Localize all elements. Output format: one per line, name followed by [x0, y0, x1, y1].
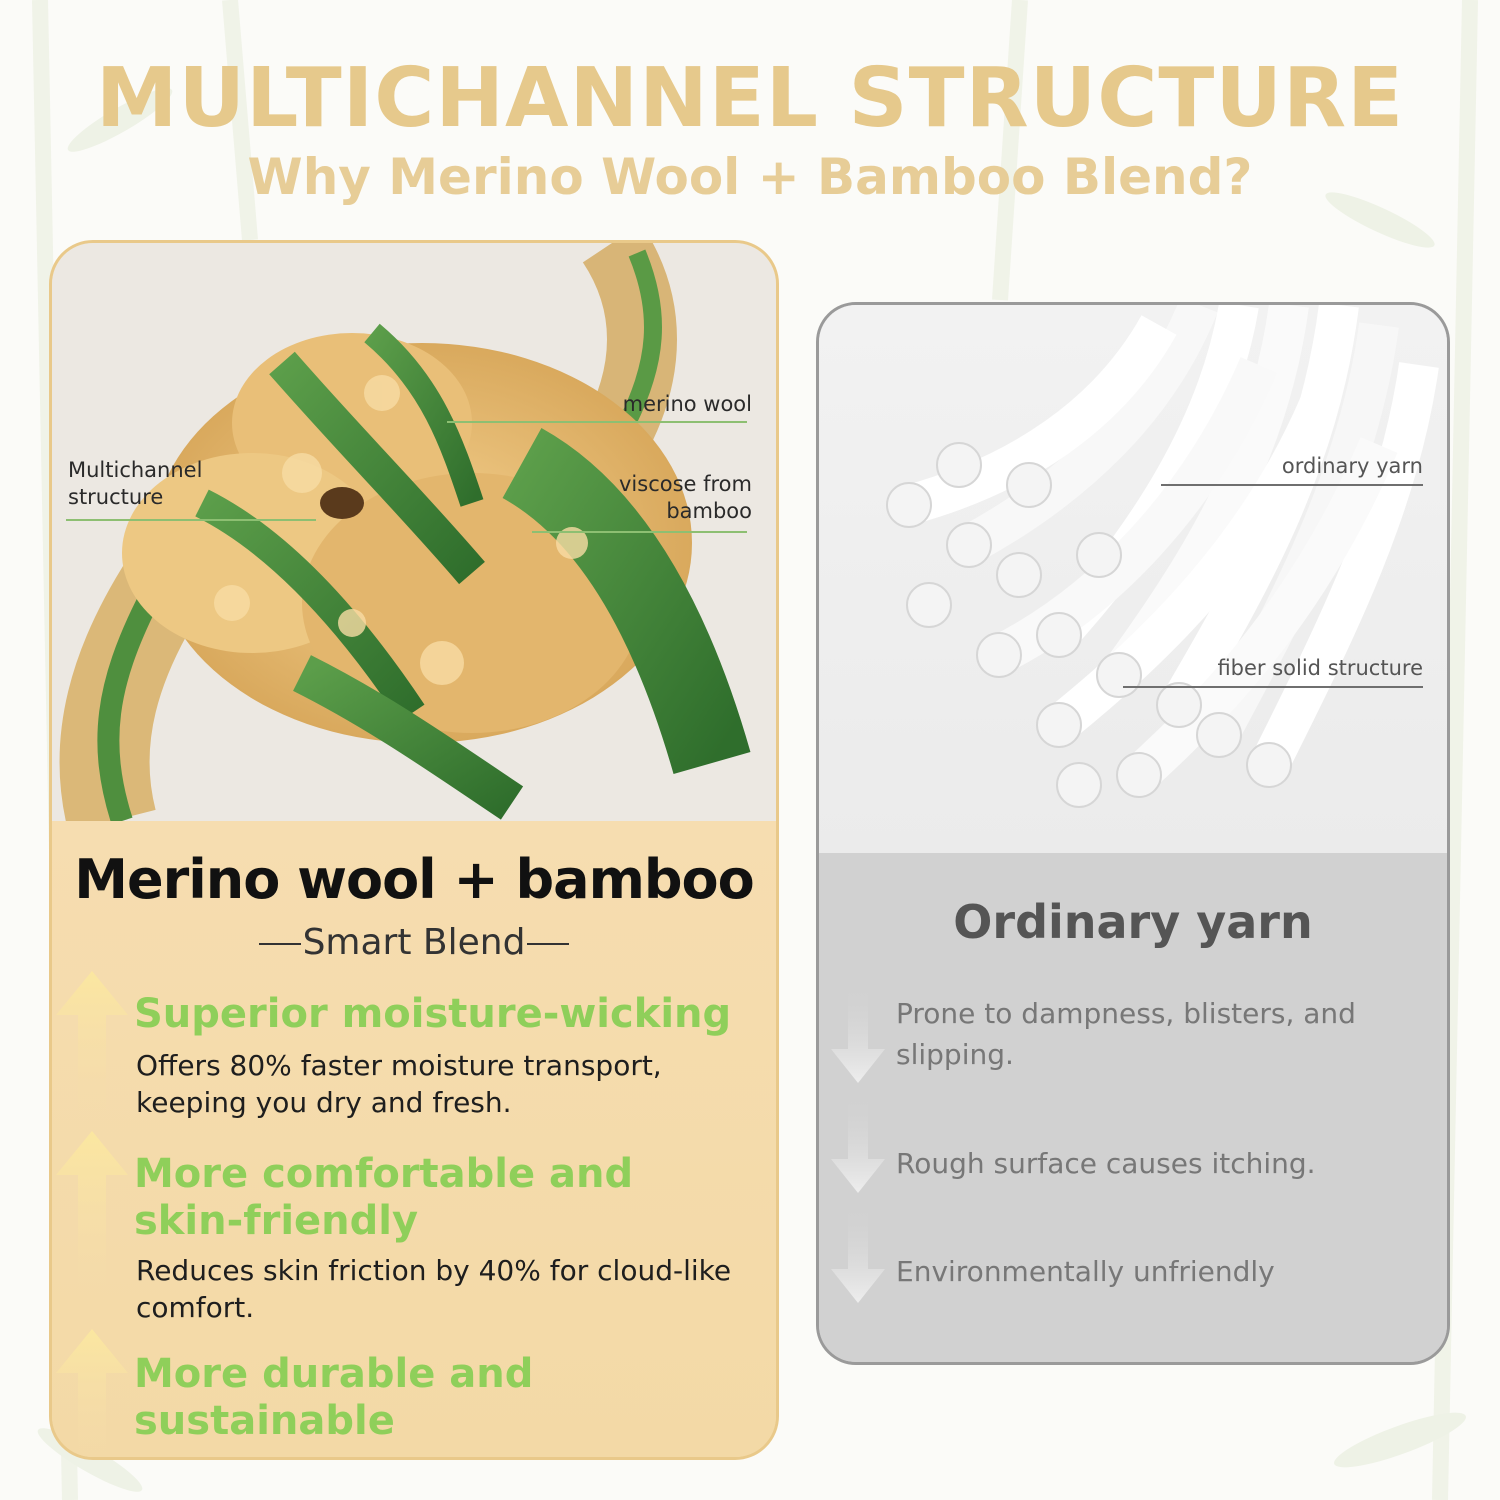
drawback-1: Prone to dampness, blisters, and slippin… [896, 997, 1356, 1071]
callout-viscose-line [532, 531, 747, 533]
callout-multichannel-line1: Multichannel [68, 458, 203, 482]
up-arrow-icon [56, 1131, 128, 1301]
callout-fiber-solid-line [1123, 686, 1423, 688]
drawback-2: Rough surface causes itching. [896, 1147, 1316, 1180]
smart-blend-subtitle: Smart Blend [52, 925, 776, 961]
ordinary-yarn-title: Ordinary yarn [953, 895, 1313, 949]
subtitle-left-dash [258, 943, 301, 945]
down-arrow-icon [831, 983, 885, 1083]
merino-bamboo-card: merino wool viscose from bamboo Multicha… [49, 240, 779, 1460]
merino-bamboo-title: Merino wool + bamboo [74, 848, 755, 911]
callout-multichannel-line2: structure [68, 485, 164, 509]
down-arrow-icon [831, 1203, 885, 1303]
callout-merino-label: merino wool [622, 392, 752, 416]
callout-viscose-line2: bamboo [666, 499, 752, 523]
drawback-3: Environmentally unfriendly [896, 1255, 1275, 1288]
callout-merino-line [447, 421, 747, 423]
merino-bamboo-benefits: Merino wool + bamboo Smart Blend Superio… [52, 821, 776, 1457]
benefit-1-heading: Superior moisture-wicking [134, 991, 732, 1037]
callout-viscose: viscose from bamboo [552, 471, 752, 525]
callout-ordinary-line [1161, 484, 1423, 486]
solid-fiber-bundle-illustration [886, 305, 1439, 808]
up-arrow-icon [56, 1329, 128, 1457]
callout-merino-wool: merino wool [592, 391, 752, 418]
callout-multichannel: Multichannel structure [68, 457, 268, 511]
benefit-2-heading: More comfortable and skin-friendly [134, 1151, 634, 1244]
benefit-1-description: Offers 80% faster moisture transport, ke… [136, 1049, 662, 1119]
smart-blend-label: Smart Blend [302, 922, 526, 963]
ordinary-yarn-card: ordinary yarn fiber solid structure Ordi… [816, 302, 1450, 1365]
subtitle-right-dash [527, 943, 570, 945]
page-title: MULTICHANNEL STRUCTURE [95, 51, 1405, 146]
ordinary-fiber-photo: ordinary yarn fiber solid structure [819, 305, 1447, 853]
down-arrow-icon [831, 1093, 885, 1193]
callout-viscose-line1: viscose from [618, 472, 752, 496]
callout-ordinary-yarn: ordinary yarn [1281, 454, 1423, 478]
benefit-3-heading: More durable and sustainable [134, 1351, 534, 1444]
callout-fiber-solid: fiber solid structure [1217, 656, 1423, 680]
callout-multichannel-line [66, 519, 316, 521]
benefit-2-description: Reduces skin friction by 40% for cloud-l… [136, 1254, 732, 1324]
up-arrow-icon [56, 971, 128, 1121]
page-subtitle: Why Merino Wool + Bamboo Blend? [247, 148, 1253, 206]
merino-bamboo-yarn-illustration [59, 243, 751, 821]
ordinary-yarn-drawbacks: Ordinary yarn Prone to dampness, blister… [819, 853, 1447, 1362]
yarn-cross-section-photo: merino wool viscose from bamboo Multicha… [52, 243, 776, 821]
